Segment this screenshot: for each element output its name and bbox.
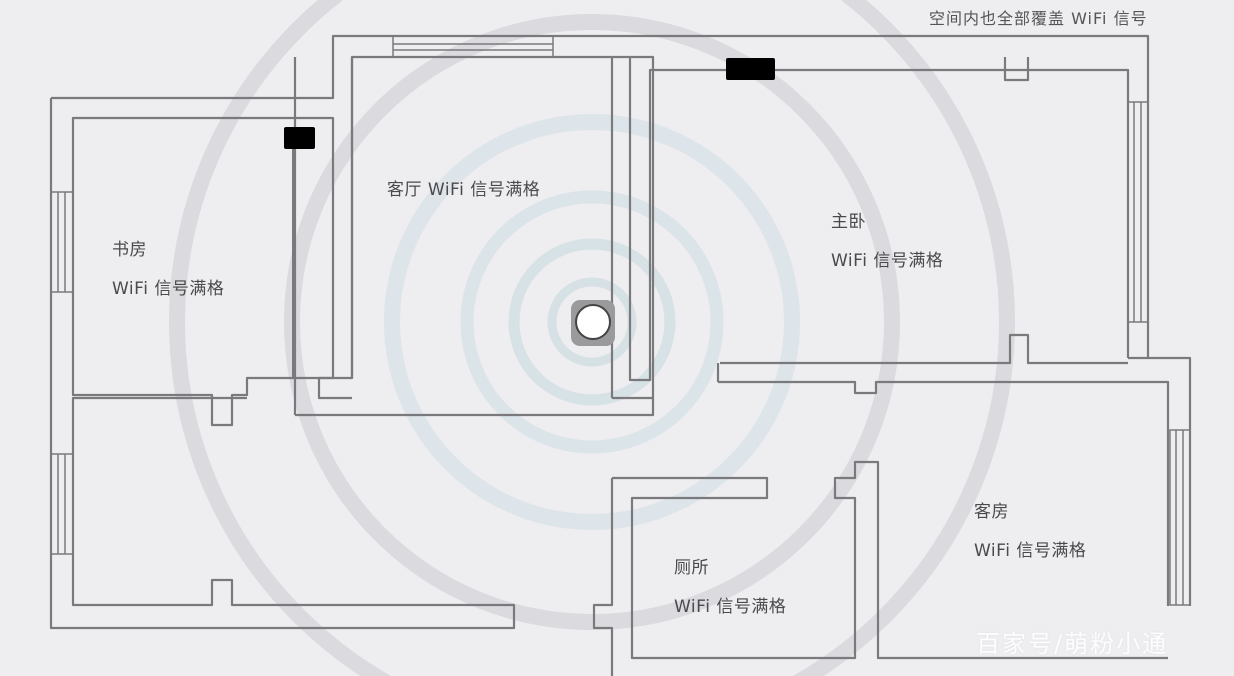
room-label-living-room: 客厅 WiFi 信号满格 xyxy=(387,182,540,199)
room-status: WiFi 信号满格 xyxy=(674,597,787,617)
room-status: 客厅 WiFi 信号满格 xyxy=(387,180,541,200)
room-label-master-bedroom: 主卧 WiFi 信号满格 xyxy=(831,214,943,270)
coverage-caption: 空间内也全部覆盖 WiFi 信号 xyxy=(929,9,1148,28)
room-label-guest-room: 客房 WiFi 信号满格 xyxy=(974,504,1086,560)
room-status: WiFi 信号满格 xyxy=(831,251,944,271)
room-name: 厕所 xyxy=(674,558,709,578)
satellite-node-icon xyxy=(284,127,315,149)
room-name: 书房 xyxy=(112,240,147,260)
wifi-router-icon xyxy=(571,300,615,346)
room-status: WiFi 信号满格 xyxy=(974,541,1087,561)
room-label-bathroom: 厕所 WiFi 信号满格 xyxy=(674,560,786,616)
room-status: WiFi 信号满格 xyxy=(112,279,225,299)
room-name: 主卧 xyxy=(831,212,866,232)
watermark: 百家号/萌粉小通 xyxy=(976,630,1169,658)
satellite-node-icon xyxy=(726,58,775,80)
room-name: 客房 xyxy=(974,502,1009,522)
room-label-study: 书房 WiFi 信号满格 xyxy=(112,242,224,298)
windows xyxy=(50,35,1191,606)
